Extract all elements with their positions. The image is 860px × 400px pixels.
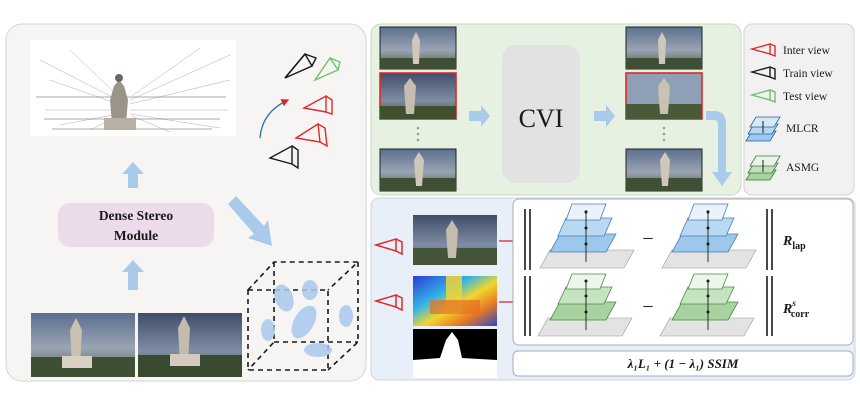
camera-frustum-cluster bbox=[259, 52, 341, 170]
dense-stereo-module-box bbox=[58, 203, 214, 247]
r-corr-superscript: s bbox=[791, 298, 796, 308]
up-arrow-upper bbox=[122, 162, 144, 188]
green-pyramid-right bbox=[659, 273, 755, 337]
arrow-to-cvi bbox=[469, 105, 490, 127]
r-lap-subscript: lap bbox=[792, 241, 806, 252]
gaussian-cube bbox=[247, 261, 361, 371]
norm-bars-top bbox=[524, 209, 773, 270]
green-pyramid-left bbox=[537, 273, 633, 337]
legend-panel bbox=[743, 23, 855, 196]
legend-asmg: ASMG bbox=[786, 162, 819, 174]
top-right-image-3 bbox=[625, 148, 703, 192]
minus-sign-bottom: − bbox=[642, 296, 653, 318]
top-left-image-2-inter bbox=[379, 72, 457, 120]
r-lap-label: Rlap bbox=[782, 234, 806, 252]
cvi-label: CVI bbox=[519, 104, 564, 133]
arrow-from-cvi bbox=[594, 105, 615, 127]
legend-mlcr: MLCR bbox=[786, 123, 819, 135]
input-photo-right bbox=[138, 313, 242, 377]
top-panel: CVI bbox=[370, 23, 742, 196]
legend-test-view: Test view bbox=[783, 91, 828, 103]
blue-pyramid-right bbox=[661, 203, 757, 269]
top-right-dots bbox=[662, 126, 666, 142]
inter-view-frustum-2 bbox=[373, 293, 403, 312]
module-label-line1: Dense Stereo bbox=[99, 208, 174, 223]
mask-image bbox=[413, 329, 497, 378]
train-view-icon bbox=[749, 66, 776, 81]
r-lap-main: R bbox=[782, 234, 792, 249]
up-arrow-lower bbox=[122, 260, 144, 290]
top-left-dots bbox=[416, 126, 420, 142]
mlcr-icon bbox=[745, 116, 781, 142]
legend-inter-view: Inter view bbox=[783, 45, 831, 57]
top-left-image-1 bbox=[379, 26, 457, 70]
input-photo-left bbox=[31, 313, 135, 377]
asmg-icon bbox=[745, 155, 781, 181]
cvi-box bbox=[502, 45, 580, 183]
module-label-line2: Module bbox=[114, 228, 158, 243]
top-right-image-2-inter bbox=[625, 72, 703, 120]
r-corr-subscript: corr bbox=[791, 309, 810, 320]
inter-view-frustum-1 bbox=[373, 237, 403, 256]
top-right-image-1 bbox=[625, 26, 703, 70]
legend-train-view: Train view bbox=[783, 68, 833, 80]
depth-heatmap-image bbox=[413, 276, 497, 326]
left-panel: Dense Stereo Module bbox=[5, 23, 367, 382]
minus-sign-top: − bbox=[642, 228, 653, 250]
norm-bars-bottom bbox=[524, 276, 773, 336]
diagonal-arrow bbox=[228, 196, 272, 246]
loss-formula: λ₁L₁ + (1 − λ₁) SSIM bbox=[627, 356, 739, 371]
test-view-icon bbox=[749, 89, 776, 104]
point-cloud-image bbox=[30, 40, 236, 136]
loss-formula-box bbox=[512, 350, 854, 377]
top-left-image-3 bbox=[379, 148, 457, 192]
r-corr-main: R bbox=[782, 302, 792, 317]
bend-arrow-down bbox=[706, 111, 732, 186]
blue-pyramid-left bbox=[539, 203, 635, 269]
inter-view-icon bbox=[749, 43, 776, 58]
bottom-panel bbox=[370, 197, 856, 381]
rendered-image bbox=[413, 215, 497, 265]
